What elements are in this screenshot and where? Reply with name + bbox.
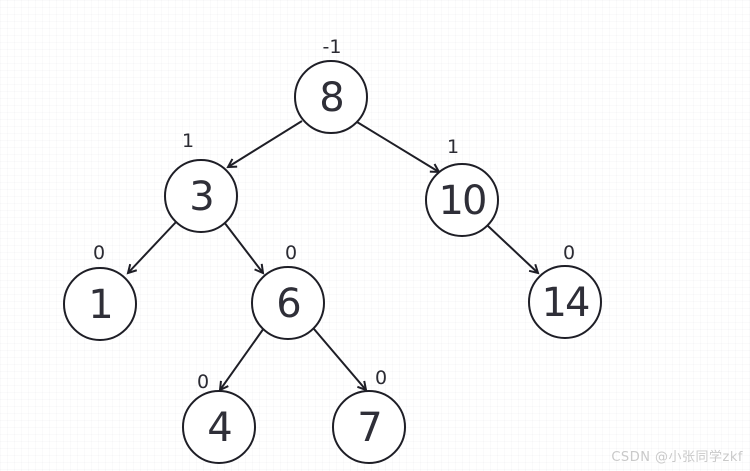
node-circle [528, 265, 602, 339]
node-balance-factor: -1 [323, 36, 342, 58]
node-circle [182, 390, 256, 464]
tree-node-14: 14 0 [528, 242, 602, 339]
node-balance-factor: 0 [197, 371, 209, 393]
node-balance-factor: 0 [285, 242, 297, 264]
node-value: 6 [276, 281, 299, 327]
edge-3-6 [223, 221, 265, 275]
tree-node-3: 3 1 [164, 130, 238, 233]
edge-8-3 [226, 120, 303, 169]
tree-node-1: 1 0 [63, 242, 137, 341]
node-balance-factor: 1 [447, 136, 459, 158]
node-circle [332, 390, 406, 464]
edge-3-1 [126, 221, 177, 275]
tree-node-7: 7 0 [332, 367, 406, 464]
node-value: 4 [207, 405, 231, 451]
edge-6-7 [313, 328, 368, 392]
tree-edges [126, 120, 540, 392]
node-value: 3 [189, 174, 212, 220]
node-value: 1 [88, 282, 111, 328]
node-value: 7 [357, 405, 380, 451]
watermark: CSDN @小张同学zkf [611, 450, 743, 465]
node-balance-factor: 1 [182, 130, 194, 152]
tree-node-8: 8 -1 [294, 36, 368, 134]
node-circle [425, 163, 499, 237]
node-circle [164, 159, 238, 233]
tree-node-10: 10 1 [425, 136, 499, 237]
tree-node-4: 4 0 [182, 371, 256, 464]
edge-6-4 [218, 327, 265, 392]
node-balance-factor: 0 [93, 242, 105, 264]
node-value: 8 [319, 75, 342, 121]
edge-10-14 [487, 225, 540, 275]
node-value: 10 [439, 178, 486, 224]
node-balance-factor: 0 [375, 367, 387, 389]
node-circle [251, 266, 325, 340]
edge-8-10 [356, 121, 441, 174]
tree-node-6: 6 0 [251, 242, 325, 340]
node-circle [294, 60, 368, 134]
node-value: 14 [542, 280, 589, 326]
node-balance-factor: 0 [563, 242, 575, 264]
node-circle [63, 267, 137, 341]
